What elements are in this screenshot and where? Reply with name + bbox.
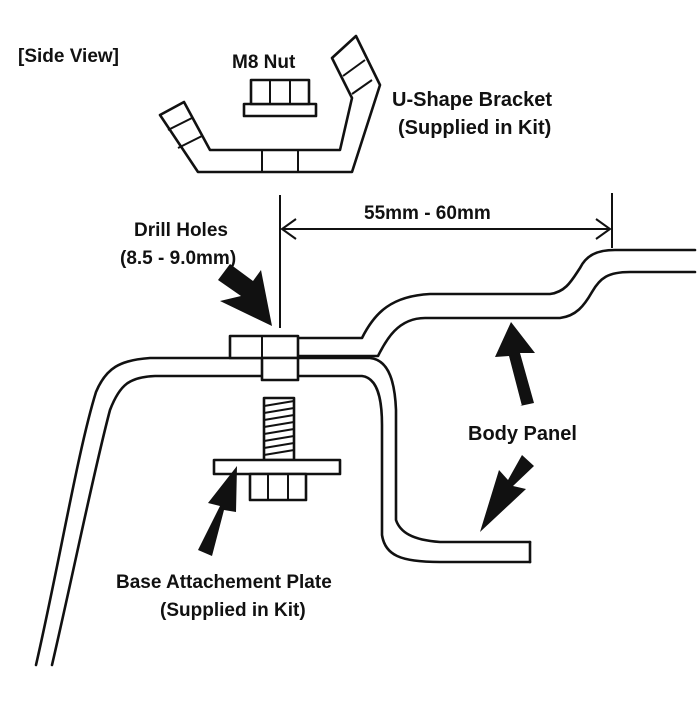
dimension-marker: [279, 193, 613, 328]
lower-nut: [248, 472, 308, 502]
plate-arrow-icon: [198, 466, 237, 556]
body-panel-label: Body Panel: [468, 423, 577, 445]
threaded-stud: [262, 396, 296, 462]
bracket-label-line1: U-Shape Bracket: [392, 89, 552, 111]
body-panel-upper-arrow-icon: [495, 322, 535, 406]
nut-label: M8 Nut: [232, 52, 296, 73]
plate-label-line2: (Supplied in Kit): [160, 600, 306, 621]
drill-holes-label-line2: (8.5 - 9.0mm): [120, 248, 236, 269]
bracket-label-line2: (Supplied in Kit): [398, 117, 551, 139]
spacer-block: [228, 334, 300, 382]
plate-label-line1: Base Attachement Plate: [116, 572, 332, 593]
dimension-label: 55mm - 60mm: [364, 203, 491, 224]
body-panel: [34, 248, 697, 667]
m8-nut: [242, 78, 318, 118]
u-shape-bracket: [158, 34, 382, 174]
view-label: [Side View]: [18, 46, 119, 67]
body-panel-lower-arrow-icon: [480, 455, 534, 532]
drill-holes-label-line1: Drill Holes: [134, 220, 228, 241]
drill-holes-arrow-icon: [218, 264, 272, 326]
